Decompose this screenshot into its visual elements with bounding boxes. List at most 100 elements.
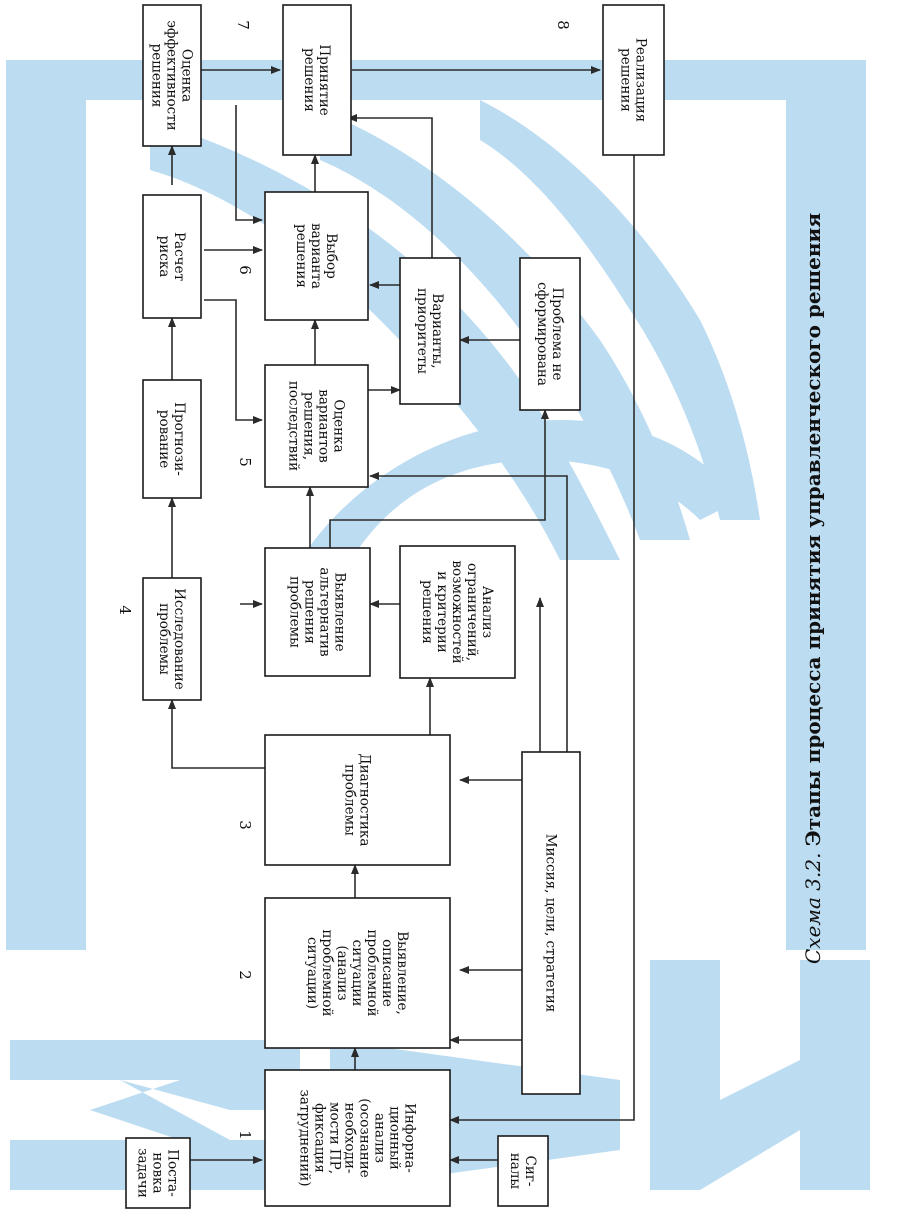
- box-diagnostika: Диагностикапроблемы: [264, 734, 451, 866]
- box-frame: [264, 547, 371, 677]
- box-frame: [521, 751, 581, 1095]
- box-label-line: задачи: [135, 1148, 151, 1198]
- box-missiya: Миссия, цели, стратегия: [521, 751, 581, 1095]
- diagram-caption: Схема 3.2. Этапы процесса принятия управ…: [801, 213, 825, 964]
- box-label-line: Поста-: [165, 1149, 181, 1197]
- box-label: Выявление,описаниепроблемнойситуации(ана…: [304, 929, 410, 1016]
- box-frame: [264, 897, 451, 1049]
- box-label-line: варианта: [308, 223, 324, 289]
- stage-number: 5: [236, 457, 254, 467]
- box-label-line: Оценка: [179, 49, 195, 102]
- watermark-letter-u: [650, 960, 870, 1190]
- box-label-line: налы: [507, 1153, 523, 1190]
- box-label-line: решения: [149, 44, 165, 108]
- box-label-line: и критерии: [434, 571, 450, 652]
- box-label-line: Исследование: [171, 588, 187, 690]
- box-label-line: Диагностика: [357, 754, 373, 847]
- box-label-line: проблемы: [342, 764, 358, 836]
- box-label-line: Миссия, цели, стратегия: [543, 834, 559, 1013]
- box-label-line: Анализ: [479, 586, 495, 638]
- caption-title: Этапы процесса принятия управленческого …: [801, 213, 825, 847]
- box-label-line: мости ПР,: [327, 1102, 343, 1174]
- box-frame: [399, 257, 461, 405]
- box-label-line: (осознание: [357, 1098, 373, 1177]
- box-prinyatie: Принятиерешения: [282, 4, 352, 156]
- box-label: Реализациярешения: [618, 38, 649, 122]
- connector-line: [369, 472, 568, 752]
- box-label: Инфорна-ционныйанализ(осознаниенеобходи-…: [297, 1089, 418, 1186]
- box-label: Сиг-налы: [507, 1153, 538, 1190]
- connector-lines: [168, 66, 635, 1164]
- watermark-wing: [300, 420, 740, 580]
- stage-number: 3: [236, 820, 254, 830]
- caption-label: Схема 3.2: [801, 859, 825, 964]
- box-otsenka-eff: Оценкаэффективностирешения: [142, 4, 202, 147]
- box-label-line: Прогнози-: [171, 402, 187, 476]
- box-label: Миссия, цели, стратегия: [543, 834, 559, 1013]
- box-raschet: Расчетриска: [142, 194, 202, 319]
- box-analiz: Анализограничений,возможностейи критерии…: [399, 545, 516, 679]
- box-varianty: Варианты,приоритеты: [399, 257, 461, 405]
- stage-number: 8: [554, 20, 572, 30]
- box-label-line: ситуации: [349, 940, 365, 1007]
- box-vybor: Выборвариантарешения: [264, 191, 369, 321]
- box-label: Принятиерешения: [301, 44, 332, 115]
- box-info: Инфорна-ционныйанализ(осознаниенеобходи-…: [264, 1069, 451, 1207]
- box-frame: [264, 1069, 451, 1207]
- box-label-line: Принятие: [316, 44, 332, 115]
- connector-line: [235, 105, 263, 224]
- watermark-bar: [786, 60, 866, 950]
- box-signaly: Сиг-налы: [497, 1135, 549, 1207]
- box-prognoz: Прогнози-рование: [142, 379, 202, 499]
- stage-number: 1: [236, 1130, 254, 1140]
- connector-line: [347, 114, 433, 258]
- box-label: Исследованиепроблемы: [156, 588, 187, 690]
- box-label-line: проблемы: [287, 576, 303, 648]
- box-label-line: ограничений,: [464, 563, 480, 661]
- box-label-line: Варианты,: [429, 293, 445, 368]
- box-frame: [497, 1135, 549, 1207]
- box-label-line: Сиг-: [522, 1156, 538, 1187]
- box-frame: [264, 364, 369, 488]
- watermark-wing: [480, 100, 760, 520]
- box-label: Расчетриска: [156, 232, 187, 281]
- box-frame: [142, 577, 202, 701]
- box-label: Варианты,приоритеты: [414, 288, 445, 374]
- box-label: Выборвариантарешения: [293, 223, 339, 289]
- box-label-line: возможностей: [449, 560, 465, 663]
- box-frame: [125, 1137, 191, 1209]
- box-label: Диагностикапроблемы: [342, 754, 373, 847]
- box-frame: [282, 4, 352, 156]
- box-label-line: (анализ: [334, 945, 350, 1000]
- box-label-line: ционный: [387, 1106, 403, 1170]
- box-label-line: проблемы: [156, 603, 172, 675]
- box-frame: [142, 379, 202, 499]
- caption-text: Схема 3.2. Этапы процесса принятия управ…: [801, 213, 825, 964]
- box-label-line: решения: [302, 580, 318, 644]
- stage-number: 6: [236, 265, 254, 275]
- box-frame: [142, 194, 202, 319]
- box-label-line: Оценка: [331, 399, 347, 452]
- stage-number: 7: [234, 20, 252, 30]
- box-frame: [142, 4, 202, 147]
- caption-separator: .: [801, 846, 825, 859]
- box-label-line: вариантов: [316, 389, 332, 463]
- box-label: Прогнози-рование: [156, 402, 187, 476]
- watermark-letter-m: [10, 1040, 300, 1190]
- box-label-line: Проблема не: [549, 287, 565, 380]
- connector-line: [329, 409, 549, 548]
- box-label: Выявлениеальтернативрешенияпроблемы: [287, 567, 348, 657]
- box-vyyavlenie: Выявление,описаниепроблемнойситуации(ана…: [264, 897, 451, 1049]
- watermark-bar: [6, 60, 86, 950]
- connector-line: [449, 150, 635, 1124]
- stage-number: 4: [116, 605, 134, 615]
- box-label-line: Расчет: [171, 232, 187, 281]
- box-ne-sform: Проблема несформирована: [519, 257, 581, 411]
- connector-line: [168, 699, 265, 769]
- box-label-line: решения: [301, 48, 317, 112]
- box-label-line: Выявление: [332, 572, 348, 651]
- box-frame: [602, 4, 665, 156]
